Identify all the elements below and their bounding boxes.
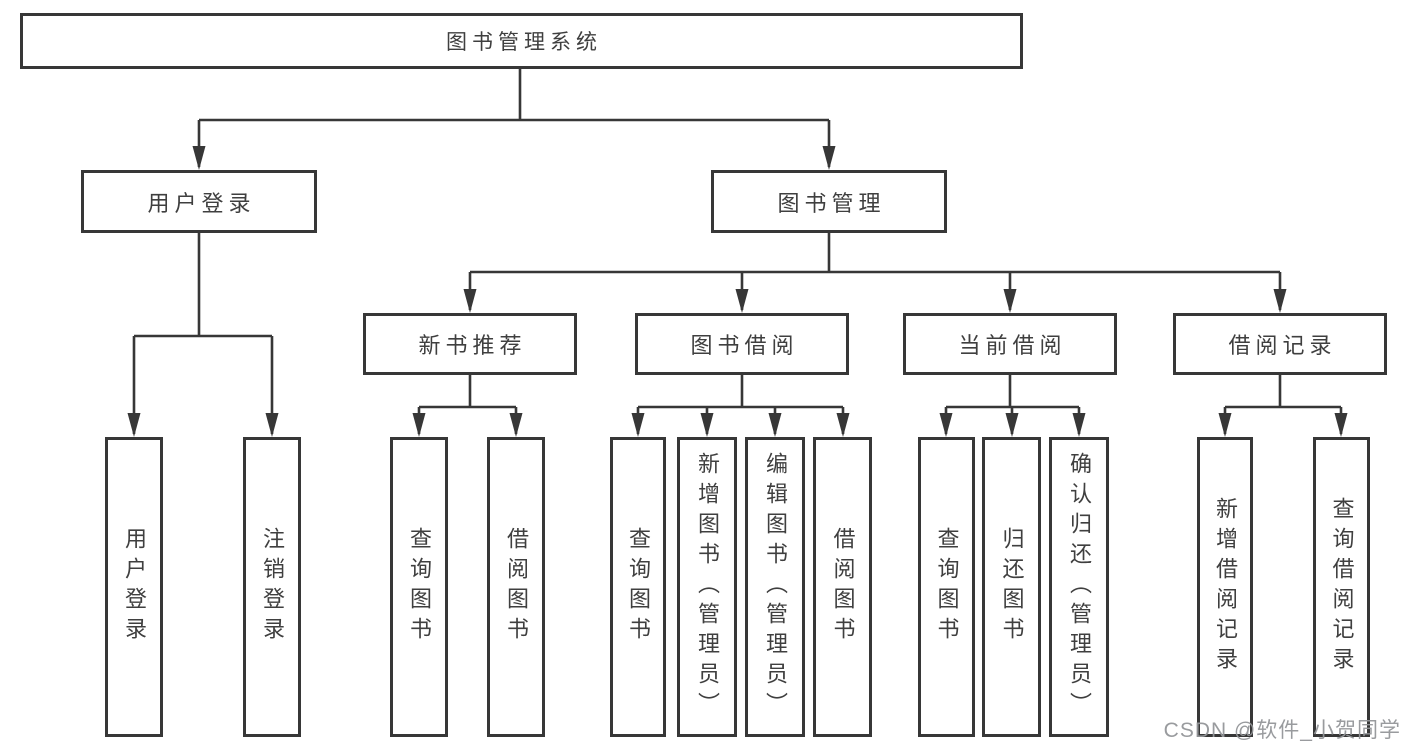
leaf-user-login: 用户登录 bbox=[105, 437, 163, 737]
arrowhead-icon bbox=[735, 289, 749, 313]
node-label: 新书推荐 bbox=[418, 333, 527, 358]
leaf-borrow-query-book: 查询图书 bbox=[610, 437, 666, 737]
arrowhead-icon bbox=[768, 413, 782, 437]
node-label: 图书管理系统 bbox=[446, 31, 602, 54]
leaf-borrow-edit-book-admin: 编辑图书（管理员） bbox=[745, 437, 805, 737]
node-label: 查询图书 bbox=[934, 527, 960, 647]
node-label: 新增借阅记录 bbox=[1213, 497, 1238, 677]
arrowhead-icon bbox=[836, 413, 850, 437]
arrowhead-icon bbox=[265, 413, 279, 437]
node-label: 当前借阅 bbox=[958, 333, 1067, 358]
node-label: 查询图书 bbox=[626, 527, 651, 647]
leaf-current-query-book: 查询图书 bbox=[918, 437, 975, 737]
arrowhead-icon bbox=[1273, 289, 1287, 313]
leaf-borrow-add-book-admin: 新增图书（管理员） bbox=[677, 437, 737, 737]
arrowhead-icon bbox=[1334, 413, 1348, 437]
arrowhead-icon bbox=[509, 413, 523, 437]
node-label: 确认归还（管理员） bbox=[1067, 452, 1092, 722]
leaf-record-add: 新增借阅记录 bbox=[1197, 437, 1253, 737]
arrowhead-icon bbox=[822, 146, 836, 170]
arrowhead-icon bbox=[1218, 413, 1232, 437]
leaf-record-query: 查询借阅记录 bbox=[1313, 437, 1370, 737]
node-borrowing-records: 借阅记录 bbox=[1173, 313, 1387, 375]
arrowhead-icon bbox=[1072, 413, 1086, 437]
node-label: 借阅记录 bbox=[1228, 333, 1337, 358]
node-user-login: 用户登录 bbox=[81, 170, 317, 233]
node-label: 注销登录 bbox=[260, 527, 285, 647]
arrowhead-icon bbox=[412, 413, 426, 437]
connector-path bbox=[132, 69, 1343, 434]
leaf-newrec-borrow-book: 借阅图书 bbox=[487, 437, 545, 737]
node-label: 归还图书 bbox=[999, 527, 1025, 647]
node-label: 图书管理 bbox=[777, 190, 886, 216]
leaf-borrow-borrow-book: 借阅图书 bbox=[813, 437, 872, 737]
node-book-borrowing: 图书借阅 bbox=[635, 313, 849, 375]
node-label: 新增图书（管理员） bbox=[695, 452, 720, 722]
arrowhead-icon bbox=[939, 413, 953, 437]
node-label: 借阅图书 bbox=[504, 527, 529, 647]
csdn-watermark: CSDN @软件_小贺同学 bbox=[1163, 719, 1401, 742]
arrowhead-icon bbox=[1005, 413, 1019, 437]
leaf-newrec-query-book: 查询图书 bbox=[390, 437, 448, 737]
arrowhead-icon bbox=[1003, 289, 1017, 313]
node-label: 图书借阅 bbox=[690, 333, 799, 358]
leaf-current-return-book: 归还图书 bbox=[982, 437, 1041, 737]
node-library-management-system: 图书管理系统 bbox=[20, 13, 1023, 69]
node-new-book-recommendation: 新书推荐 bbox=[363, 313, 577, 375]
arrowhead-icon bbox=[631, 413, 645, 437]
node-label: 用户登录 bbox=[147, 190, 256, 216]
node-label: 查询借阅记录 bbox=[1329, 497, 1355, 677]
node-book-management: 图书管理 bbox=[711, 170, 947, 233]
node-label: 借阅图书 bbox=[830, 527, 856, 647]
arrowhead-icon bbox=[700, 413, 714, 437]
node-label: 用户登录 bbox=[122, 527, 147, 647]
node-label: 编辑图书（管理员） bbox=[763, 452, 788, 722]
node-label: 查询图书 bbox=[407, 527, 432, 647]
leaf-current-confirm-return-admin: 确认归还（管理员） bbox=[1049, 437, 1109, 737]
arrowhead-icon bbox=[192, 146, 206, 170]
arrowhead-icon bbox=[127, 413, 141, 437]
leaf-logout: 注销登录 bbox=[243, 437, 301, 737]
arrowhead-icon bbox=[463, 289, 477, 313]
node-current-borrowing: 当前借阅 bbox=[903, 313, 1117, 375]
